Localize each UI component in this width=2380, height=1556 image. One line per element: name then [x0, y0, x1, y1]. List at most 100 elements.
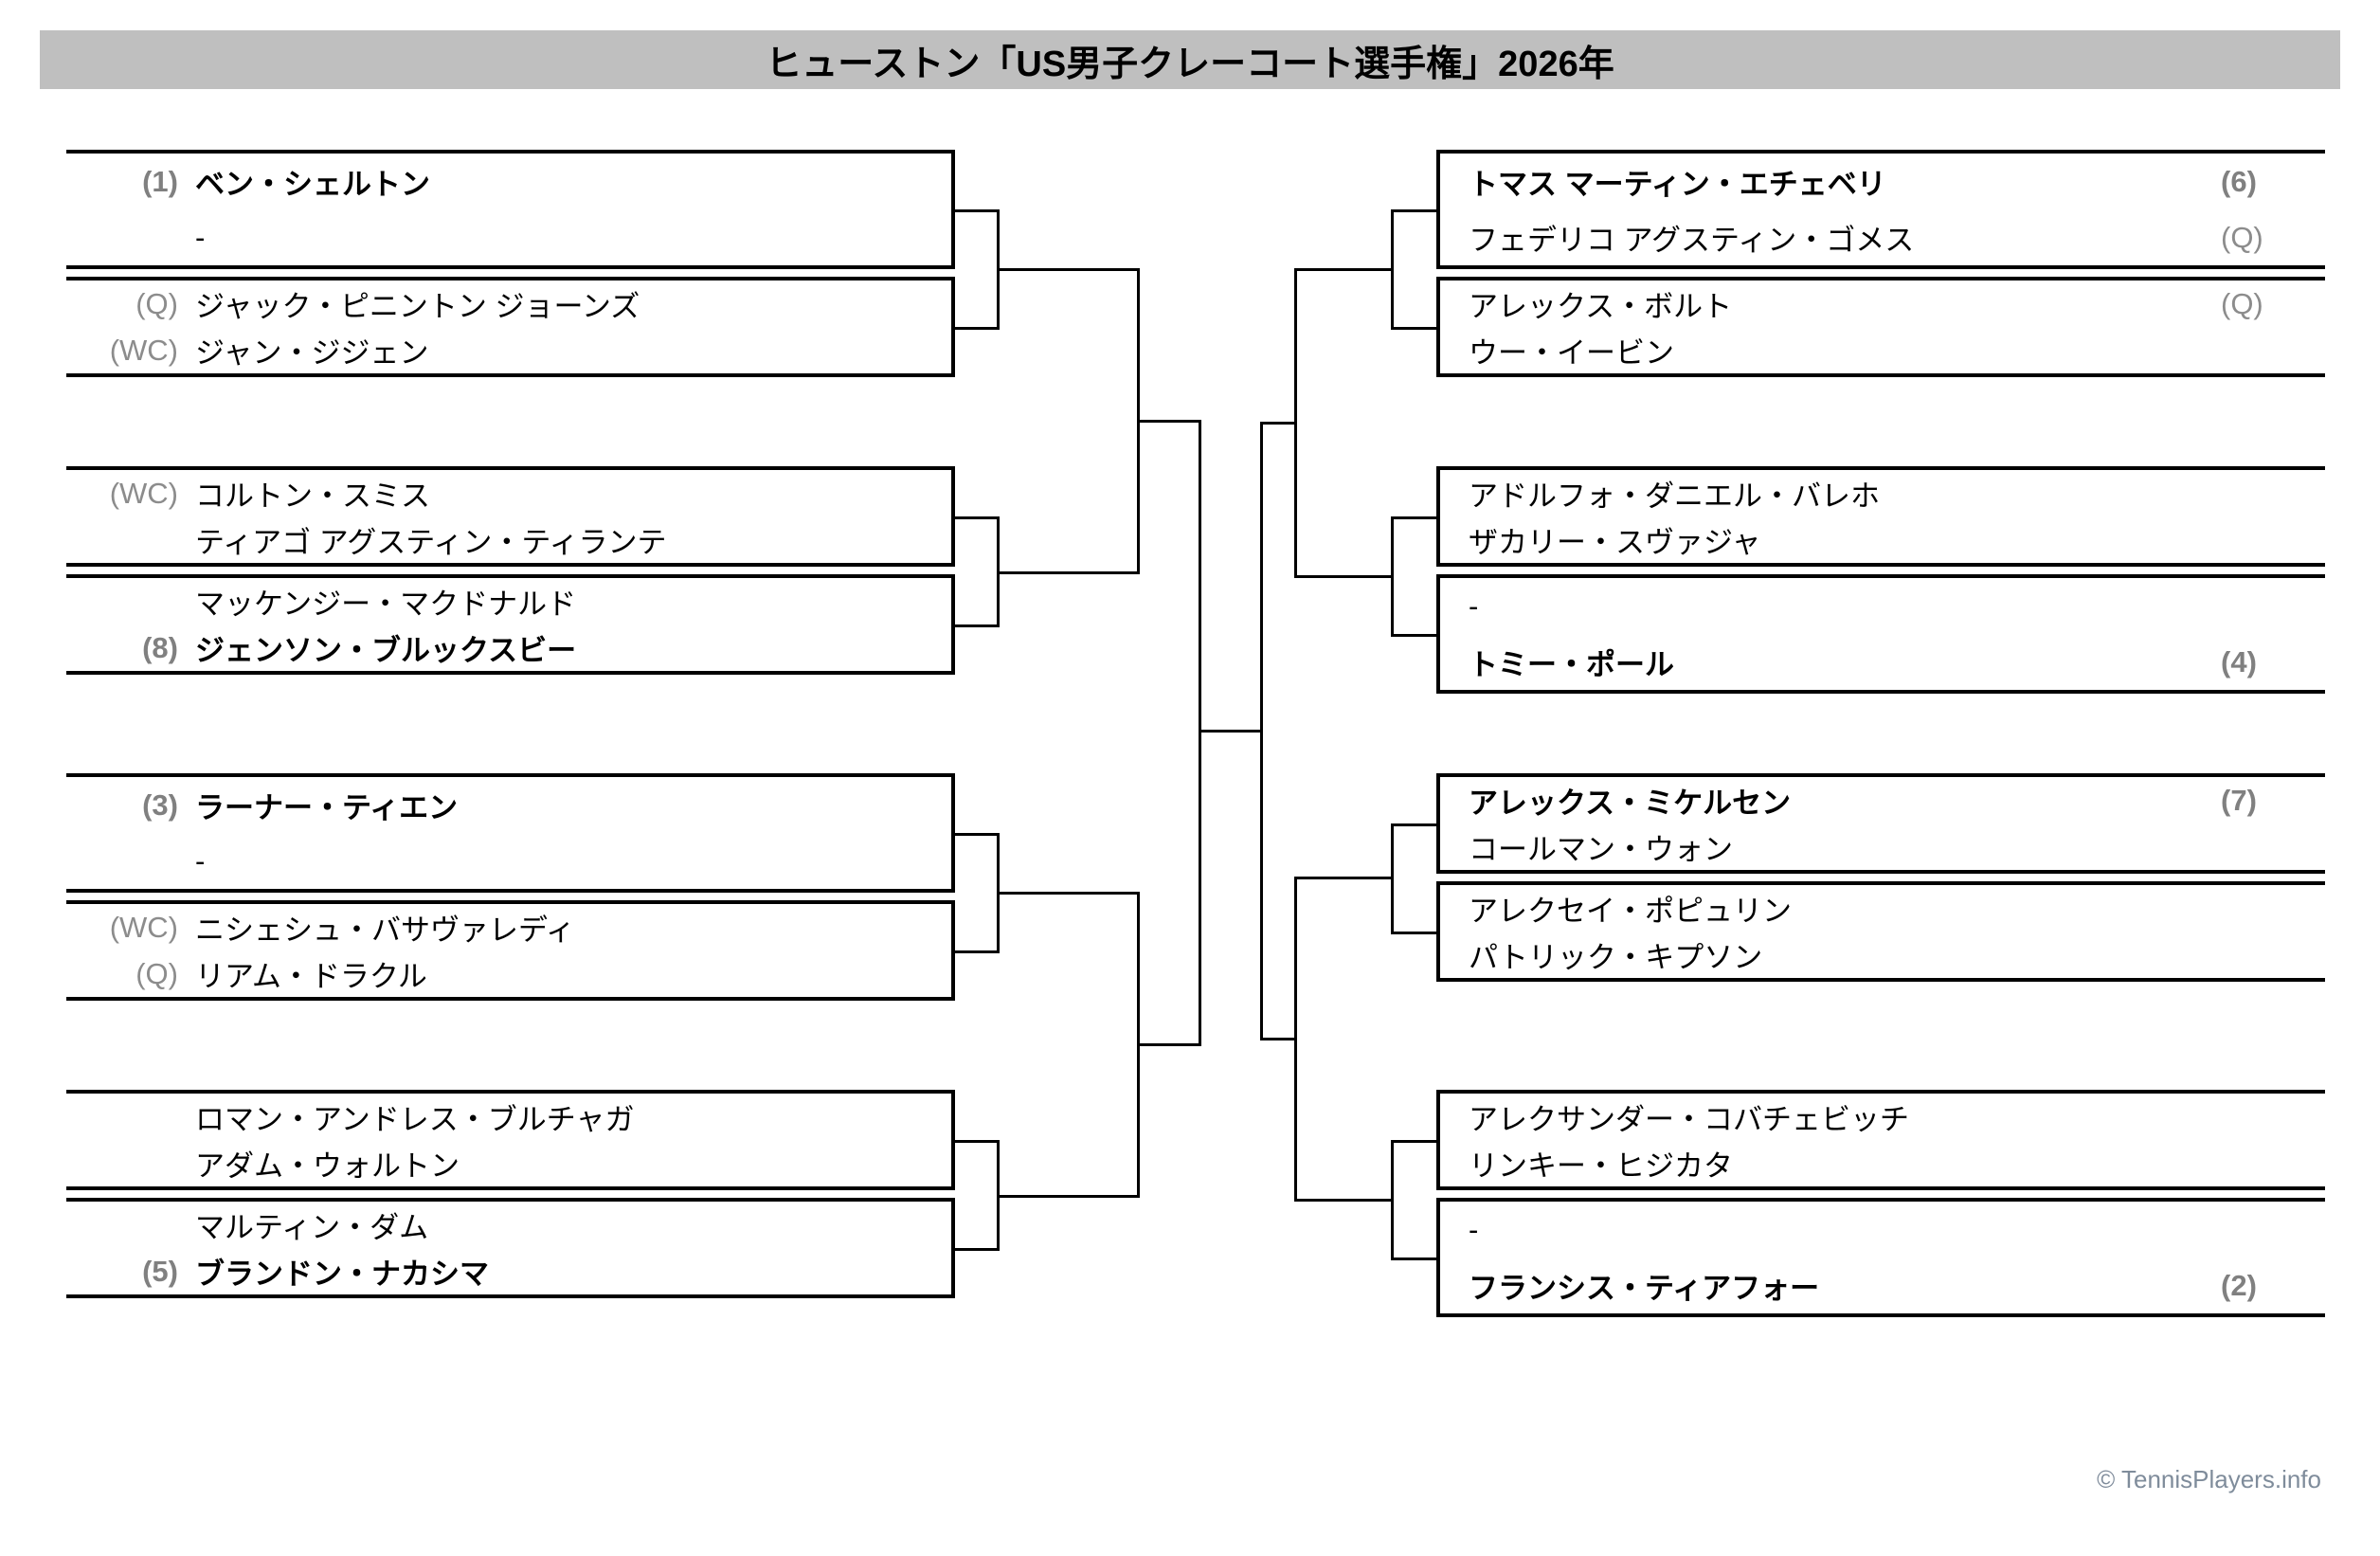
player-slot[interactable]: (1) ベン・シェルトン [66, 154, 951, 209]
match-box-L7[interactable]: ロマン・アンドレス・ブルチャガ アダム・ウォルトン [66, 1090, 955, 1190]
tournament-title-bar: ヒューストン「US男子クレーコート選手権」2026年 [40, 30, 2340, 89]
player-slot[interactable]: フランシス・ティアフォー (2) [1440, 1257, 2325, 1313]
player-slot[interactable]: ウー・イービン [1440, 327, 2325, 373]
connector-line [955, 833, 1000, 836]
match-box-R3[interactable]: アドルフォ・ダニエル・バレホ ザカリー・スヴァジャ [1436, 466, 2325, 567]
match-box-R6[interactable]: アレクセイ・ポピュリン パトリック・キプソン [1436, 881, 2325, 982]
connector-line [1260, 422, 1297, 425]
player-slot[interactable]: (5) ブランドン・ナカシマ [66, 1248, 951, 1294]
player-name: アレクセイ・ポピュリン [1469, 895, 1792, 928]
player-slot[interactable]: アレクセイ・ポピュリン [1440, 885, 2325, 932]
player-slot[interactable]: (3) ラーナー・ティエン [66, 777, 951, 833]
player-seed-tag: (2) [2221, 1268, 2257, 1302]
player-name: ジャン・ジジェン [195, 336, 429, 370]
connector-line [955, 209, 1000, 212]
connector-line [1391, 823, 1438, 826]
player-name: マッケンジー・マクドナルド [195, 588, 577, 621]
player-name: ジャック・ピニントン ジョーンズ [195, 290, 640, 323]
player-slot[interactable]: リンキー・ヒジカタ [1440, 1140, 2325, 1186]
player-slot[interactable]: フェデリコ アグスティン・ゴメス (Q) [1440, 209, 2325, 265]
player-seed-tag: (3) [142, 787, 178, 822]
connector-line [1391, 1257, 1438, 1260]
connector-line [955, 1140, 1000, 1143]
player-slot[interactable]: アドルフォ・ダニエル・バレホ [1440, 470, 2325, 516]
player-slot[interactable]: (Q) リアム・ドラクル [66, 950, 951, 997]
player-slot[interactable]: - [66, 833, 951, 889]
player-slot[interactable]: マッケンジー・マクドナルド [66, 578, 951, 624]
connector-line [997, 268, 1140, 271]
player-name: ニシェシュ・バサヴァレディ [195, 914, 575, 947]
match-box-R5[interactable]: アレックス・ミケルセン (7) コールマン・ウォン [1436, 773, 2325, 874]
connector-line [1391, 516, 1438, 519]
match-box-R1[interactable]: トマス マーティン・エチェベリ (6) フェデリコ アグスティン・ゴメス (Q) [1436, 150, 2325, 269]
connector-line [955, 516, 1000, 519]
connector-line [1391, 634, 1438, 637]
player-name: フェデリコ アグスティン・ゴメス [1469, 224, 1915, 257]
player-slot[interactable]: トマス マーティン・エチェベリ (6) [1440, 154, 2325, 209]
player-name: - [195, 220, 206, 254]
player-slot[interactable]: アレックス・ボルト (Q) [1440, 280, 2325, 327]
player-status-tag: (WC) [109, 333, 178, 367]
player-name: コールマン・ウォン [1469, 833, 1733, 866]
match-box-L5[interactable]: (3) ラーナー・ティエン - [66, 773, 955, 893]
connector-line [955, 1248, 1000, 1251]
match-box-L2[interactable]: (Q) ジャック・ピニントン ジョーンズ (WC) ジャン・ジジェン [66, 277, 955, 377]
match-box-L4[interactable]: マッケンジー・マクドナルド (8) ジェンソン・ブルックスビー [66, 574, 955, 675]
match-box-R4[interactable]: - トミー・ポール (4) [1436, 574, 2325, 694]
player-name: アドルフォ・ダニエル・バレホ [1469, 479, 1880, 513]
player-slot[interactable]: - [1440, 578, 2325, 634]
player-seed-tag: (7) [2221, 783, 2257, 817]
connector-line [1294, 1199, 1393, 1202]
player-slot[interactable]: コールマン・ウォン [1440, 823, 2325, 870]
player-name: マルティン・ダム [195, 1211, 429, 1244]
match-box-R8[interactable]: - フランシス・ティアフォー (2) [1436, 1198, 2325, 1317]
connector-line [955, 624, 1000, 627]
player-slot[interactable]: トミー・ポール (4) [1440, 634, 2325, 690]
player-status-tag: (Q) [135, 956, 178, 990]
connector-line [1294, 575, 1393, 578]
connector-line [997, 1195, 1140, 1198]
player-slot[interactable]: パトリック・キプソン [1440, 932, 2325, 978]
match-box-R2[interactable]: アレックス・ボルト (Q) ウー・イービン [1436, 277, 2325, 377]
player-name: アダム・ウォルトン [195, 1149, 460, 1183]
player-slot[interactable]: - [66, 209, 951, 265]
connector-line [997, 1140, 1000, 1248]
player-status-tag: (WC) [109, 476, 178, 510]
match-box-R7[interactable]: アレクサンダー・コバチェビッチ リンキー・ヒジカタ [1436, 1090, 2325, 1190]
player-name: アレックス・ボルト [1469, 290, 1733, 323]
player-slot[interactable]: ザカリー・スヴァジャ [1440, 516, 2325, 563]
player-slot[interactable]: (Q) ジャック・ピニントン ジョーンズ [66, 280, 951, 327]
player-slot[interactable]: (WC) コルトン・スミス [66, 470, 951, 516]
player-slot[interactable]: アダム・ウォルトン [66, 1140, 951, 1186]
player-slot[interactable]: (WC) ニシェシュ・バサヴァレディ [66, 904, 951, 950]
player-slot[interactable]: アレックス・ミケルセン (7) [1440, 777, 2325, 823]
connector-line [1260, 1038, 1297, 1040]
match-box-L3[interactable]: (WC) コルトン・スミス ティアゴ アグスティン・ティランテ [66, 466, 955, 567]
player-seed-tag: (8) [142, 630, 178, 664]
player-slot[interactable]: - [1440, 1202, 2325, 1257]
final-connector-line [1199, 730, 1263, 733]
connector-line [1391, 327, 1438, 330]
player-name: リンキー・ヒジカタ [1469, 1149, 1733, 1183]
connector-line [1294, 877, 1393, 879]
player-name: アレックス・ミケルセン [1469, 787, 1792, 820]
player-slot[interactable]: (8) ジェンソン・ブルックスビー [66, 624, 951, 671]
player-status-tag: (Q) [2221, 220, 2263, 254]
player-name: ラーナー・ティエン [195, 791, 459, 824]
match-box-L8[interactable]: マルティン・ダム (5) ブランドン・ナカシマ [66, 1198, 955, 1298]
player-slot[interactable]: アレクサンダー・コバチェビッチ [1440, 1094, 2325, 1140]
match-box-L6[interactable]: (WC) ニシェシュ・バサヴァレディ (Q) リアム・ドラクル [66, 900, 955, 1001]
player-slot[interactable]: (WC) ジャン・ジジェン [66, 327, 951, 373]
player-seed-tag: (6) [2221, 164, 2257, 198]
connector-line [955, 327, 1000, 330]
player-name: コルトン・スミス [195, 479, 430, 513]
player-name: アレクサンダー・コバチェビッチ [1469, 1103, 1909, 1136]
match-box-L1[interactable]: (1) ベン・シェルトン - [66, 150, 955, 269]
player-name: パトリック・キプソン [1469, 941, 1763, 974]
connector-line [1294, 268, 1393, 271]
player-name: - [195, 843, 206, 878]
player-slot[interactable]: ティアゴ アグスティン・ティランテ [66, 516, 951, 563]
player-slot[interactable]: ロマン・アンドレス・ブルチャガ [66, 1094, 951, 1140]
player-slot[interactable]: マルティン・ダム [66, 1202, 951, 1248]
